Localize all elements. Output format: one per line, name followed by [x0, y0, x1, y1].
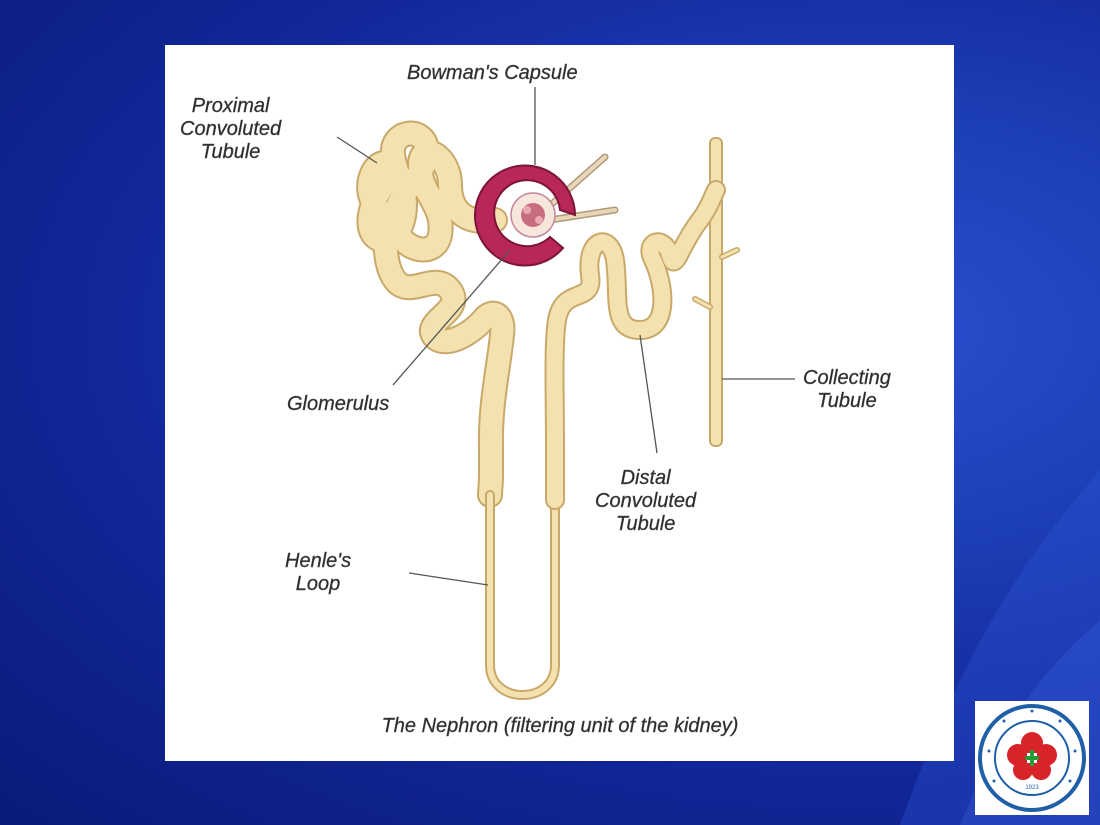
logo-flower-icon [1007, 732, 1057, 780]
label-collecting-tubule: Collecting Tubule [803, 367, 891, 412]
label-distal-tubule: Distal Convoluted Tubule [595, 467, 697, 535]
label-proximal-tubule: Proximal Convoluted Tubule [180, 95, 282, 163]
distal-tubule [544, 180, 726, 510]
university-logo: 1923 [975, 701, 1089, 815]
nephron-figure: Bowman's Capsule Proximal Convoluted Tub… [165, 45, 954, 761]
leader-lines [336, 87, 795, 586]
nephron-diagram [336, 87, 795, 700]
label-glomerulus: Glomerulus [287, 393, 390, 415]
figure-caption: The Nephron (filtering unit of the kidne… [381, 715, 739, 737]
henles-loop [485, 490, 560, 700]
bowmans-capsule [474, 164, 577, 267]
label-bowmans-capsule: Bowman's Capsule [407, 62, 578, 84]
proximal-tubule [356, 120, 516, 508]
label-henles-loop: Henle's Loop [285, 550, 352, 595]
logo-year: 1923 [1025, 785, 1039, 791]
arterioles [541, 153, 619, 224]
